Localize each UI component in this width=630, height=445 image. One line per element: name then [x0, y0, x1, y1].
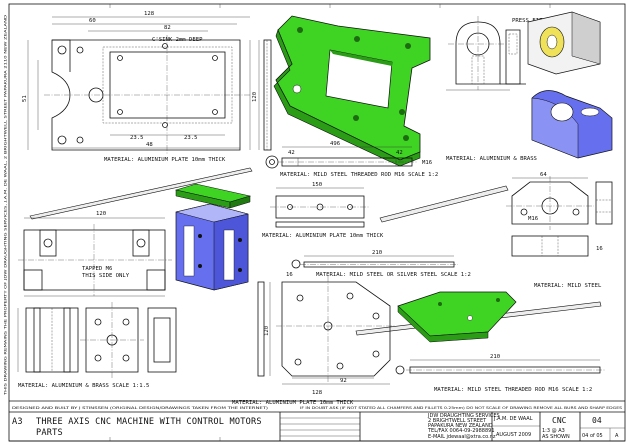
company-address1: 2 BRIGHTWELL STREET — [428, 418, 487, 424]
company-address2: PAPAKURA NEW ZEALAND — [428, 423, 493, 429]
dim-48: 48 — [146, 142, 153, 148]
dim-120-bar: 120 — [96, 211, 106, 217]
top-plate-drawing: 128 60 82 C'SINK 2mm DEEP 51 23.5 23.5 4… — [22, 11, 272, 163]
drawing-subtitle: PARTS — [36, 428, 63, 438]
dim-210: 210 — [372, 250, 382, 256]
dim-16-block: 16 — [596, 246, 603, 252]
threaded-rod-top: 496 42 42 M16 MATERIAL: MILD STEEL THREA… — [265, 141, 438, 178]
drawing-date: AUGUST 2009 — [496, 432, 531, 438]
dim-496: 496 — [330, 141, 340, 147]
mild-steel-block: 64 M16 16 MATERIAL: MILD STEEL — [506, 172, 613, 289]
material-plate-thick: MATERIAL: ALUMINIUM PLATE 10mm THICK — [232, 400, 354, 406]
drawing-number: 04 — [592, 416, 602, 425]
designed-by-note: DESIGNED AND BUILT BY J STINSSEN (ORIGIN… — [12, 405, 269, 410]
material-threaded-rod-bottom: MATERIAL: MILD STEEL THREADED ROD M16 SC… — [434, 387, 592, 393]
carriage-front-view: 120 TAPPED M6 THIS SIDE ONLY — [18, 211, 172, 297]
property-note: THIS DRAWING REMAINS THE PROPERTY OF JDW… — [3, 15, 8, 396]
dim-128-b: 128 — [312, 390, 323, 396]
green-bar-3d — [174, 183, 252, 209]
green-plate-3d — [273, 15, 431, 167]
company-tel: TEL/FAX 0064-09-2988891 — [427, 428, 495, 434]
tapped-note: TAPPED M6 — [82, 266, 112, 272]
carriage-plan-views: MATERIAL: ALUMINIUM & BRASS SCALE 1:1.5 — [17, 302, 177, 389]
dim-rod-bottom: 210 — [490, 354, 500, 360]
material-carriage: MATERIAL: ALUMINIUM & BRASS SCALE 1:1.5 — [18, 383, 149, 389]
sheet-number: 04 of 05 — [582, 433, 603, 439]
flat-plate-drawing: 150 MATERIAL: ALUMINIUM PLATE 10mm THICK — [262, 182, 384, 239]
dim-16: 16 — [286, 272, 293, 278]
revision-letter: A — [615, 433, 619, 439]
blue-carriage-3d — [175, 203, 249, 291]
dim-m16-block: M16 — [528, 216, 538, 222]
drawing-title: THREE AXIS CNC MACHINE WITH CONTROL MOTO… — [36, 417, 262, 427]
drawn-by: J.A.M. DE WAAL — [493, 416, 533, 422]
scale-note: 1:3 @ A3 — [542, 428, 565, 434]
material-threaded-rod-top: MATERIAL: MILD STEEL THREADED ROD M16 SC… — [280, 172, 438, 178]
dim-51: 51 — [22, 95, 28, 102]
dim-60: 60 — [89, 18, 96, 24]
dim-120-a: 120 — [252, 92, 258, 102]
press-fit-note: PRESS FIT — [512, 18, 543, 24]
dim-42-a: 42 — [288, 150, 295, 156]
dim-120-b: 120 — [264, 326, 270, 336]
dim-42-b: 42 — [396, 150, 403, 156]
dim-23-5-b: 23.5 — [184, 135, 197, 141]
material-bearing-block: MATERIAL: ALUMINIUM & BRASS — [446, 156, 537, 162]
large-plate-drawing: 128 92 120 MATERIAL: ALUMINIUM PLATE 10m… — [232, 276, 396, 406]
material-flat-plate: MATERIAL: ALUMINIUM PLATE 10mm THICK — [262, 233, 384, 239]
company-email: E-MAIL jdewaal@xtra.co.nz — [428, 434, 496, 440]
dim-82: 82 — [164, 25, 171, 31]
material-top-plate: MATERIAL: ALUMINIUM PLATE 10mm THICK — [104, 157, 226, 163]
zone-ticks — [109, 4, 551, 441]
sheet-size: A3 — [12, 417, 23, 427]
threaded-rod-bottom: 210 MATERIAL: MILD STEEL THREADED ROD M1… — [395, 354, 606, 393]
bearing-block-views: PRESS FIT MATERIAL: ALUMINIUM & BRASS — [446, 11, 613, 162]
dim-92: 92 — [340, 378, 347, 384]
material-rod-mid: MATERIAL: MILD STEEL OR SILVER STEEL SCA… — [316, 272, 471, 278]
dim-128: 128 — [144, 11, 155, 17]
rod-middle: 210 16 MATERIAL: MILD STEEL OR SILVER ST… — [286, 250, 471, 278]
chamfers-note: IF IN DOUBT ASK (IF NOT STATED ALL CHAMF… — [300, 405, 623, 410]
dim-m16-rod: M16 — [422, 160, 432, 166]
dim-23-5-a: 23.5 — [130, 135, 143, 141]
company-name: JDW DRAUGHTING SERVICES — [427, 413, 500, 419]
title-block: A3 THREE AXIS CNC MACHINE WITH CONTROL M… — [9, 412, 625, 442]
dim-64: 64 — [540, 172, 547, 178]
scale-value: AS SHOWN — [542, 434, 570, 440]
this-side-note: THIS SIDE ONLY — [82, 273, 130, 279]
green-plate-bottom-3d — [397, 291, 517, 343]
project-code: CNC — [552, 416, 567, 425]
material-mild-steel: MATERIAL: MILD STEEL — [534, 283, 602, 289]
dim-150: 150 — [312, 182, 322, 188]
